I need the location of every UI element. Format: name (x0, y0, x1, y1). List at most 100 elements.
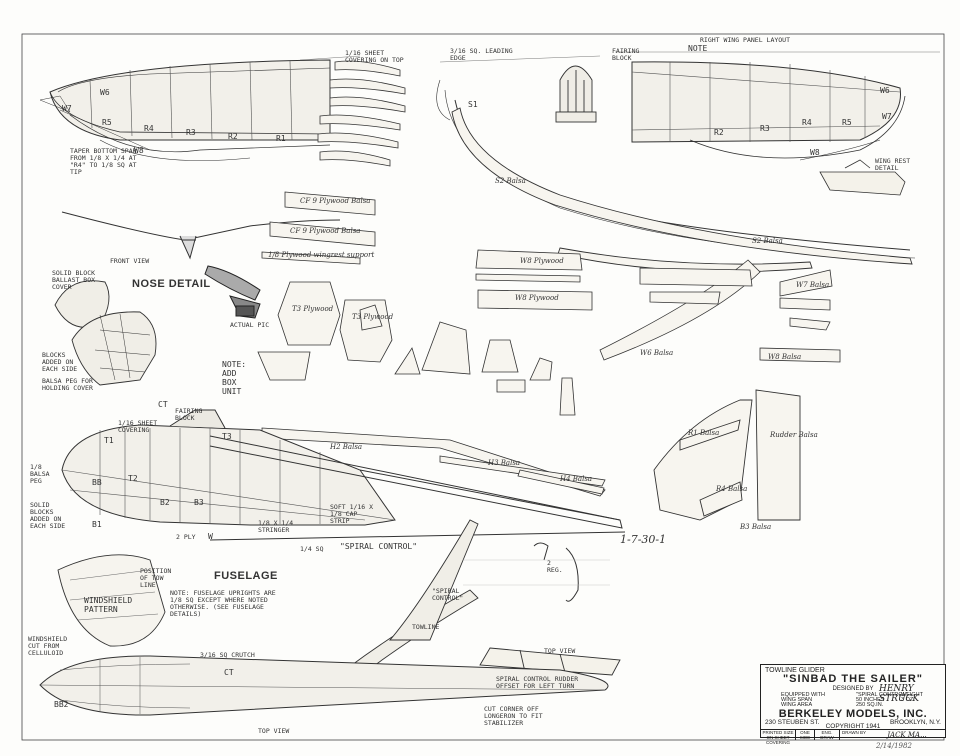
wing-area-value: 250 SQ.IN. (856, 702, 884, 708)
r5-right-label: R5 (842, 118, 852, 127)
wing-rest-detail (819, 159, 906, 196)
h3-balsa-label: H3 Balsa (488, 459, 521, 467)
handwritten-date-label: 1-7-30-1 (620, 533, 667, 546)
actual-pic-label: ACTUAL PIC (230, 321, 270, 329)
position-tow-line-label: POSITION OF TOW LINE (140, 567, 172, 589)
sq-leading-edge-label: 3/16 SQ. LEADING EDGE (450, 47, 513, 62)
reg-2-label: 2 REG. (547, 559, 563, 574)
top-view-right-label: TOP VIEW (544, 647, 576, 655)
r2-left-label: R2 (228, 132, 238, 141)
r4-left-label: R4 (144, 124, 154, 133)
stabilizer-parts (261, 427, 606, 497)
tail-boom (209, 435, 626, 541)
w7-balsa-label: W7 Balsa (796, 281, 830, 289)
fairing-block (555, 65, 597, 123)
weight-label: WEIGHT (901, 692, 923, 698)
front-view-label: FRONT VIEW (110, 257, 150, 265)
ct-label: CT (158, 400, 168, 409)
company-name: BERKELEY MODELS, INC. (778, 708, 928, 720)
fairing-block-mid-label: FAIRING BLOCK (175, 407, 203, 422)
sheet-covering-top-label: 1/16 SHEET COVERING ON TOP (345, 49, 404, 64)
w6-balsa-label: W6 Balsa (640, 349, 674, 357)
w8-right-label: W8 (810, 148, 820, 157)
rudder-parts (653, 389, 801, 521)
company-city: BROOKLYN, N.Y. (889, 719, 941, 726)
h4-balsa-label: H4 Balsa (560, 475, 593, 483)
fairing-block-label: FAIRING BLOCK (612, 47, 640, 62)
weight-value: 3 OZ. (901, 697, 915, 703)
t2-label: T2 (128, 474, 138, 483)
note-mid-label: NOTE: ADD BOX UNIT (222, 360, 247, 396)
s2-balsa-label-2: S2 Balsa (752, 237, 783, 245)
rudder-balsa-label: Rudder Balsa (770, 431, 818, 439)
bb-label: BB (92, 478, 102, 487)
balsa-peg-side-label: 1/8 BALSA PEG (30, 463, 50, 485)
t1-label: T1 (104, 436, 114, 445)
left-wing-panel (39, 59, 331, 161)
windshield-pattern-label: WINDSHIELD PATTERN (84, 596, 133, 614)
sheet-covering-mid-label: 1/16 SHEET COVERING (118, 419, 158, 434)
wing-span-value: 50 INCHES (856, 697, 885, 703)
b1-label: B1 (92, 520, 102, 529)
r4-balsa-label: R4 Balsa (716, 485, 748, 493)
h2-balsa-label: H2 Balsa (330, 443, 363, 451)
nose-detail-label: NOSE DETAIL (132, 278, 211, 290)
b3-balsa-label: B3 Balsa (740, 523, 772, 531)
bottom-date: 2/14/1982 (876, 742, 912, 750)
w7-right-label: W7 (882, 112, 892, 121)
glider-name: "SINBAD THE SAILER" (782, 673, 924, 685)
glider-type: TOWLINE GLIDER (765, 667, 825, 674)
footer-cell-3: ENG. DRAW (815, 730, 840, 740)
front-view-glider (61, 211, 341, 260)
right-wing-panel-layout-label: RIGHT WING PANEL LAYOUT (700, 36, 791, 44)
hook-detail (533, 542, 579, 602)
solid-blocks-side-label: SOLID BLOCKS ADDED ON EACH SIDE (30, 501, 66, 530)
wing-rest-detail-label: WING REST DETAIL (875, 157, 911, 172)
r5-left-label: R5 (102, 118, 112, 127)
right-parts (599, 259, 841, 363)
fuselage-label: FUSELAGE (214, 570, 278, 582)
spiral-control-label: "SPIRAL CONTROL" (340, 542, 418, 551)
t3-plywood-label: T3 Plywood (292, 305, 334, 313)
w6-left-label: W6 (100, 88, 110, 97)
equipped-value: "SPIRAL CONTROL" (856, 692, 908, 698)
taper-bottom-spar-label: TAPER BOTTOM SPAR FROM 1/8 X 1/4 AT "R4"… (70, 147, 137, 176)
sq-quarter-label: 1/4 SQ (300, 545, 324, 553)
cf-plywood-parts (261, 191, 376, 265)
stringer-label: 1/8 X 1/4 STRINGER (258, 519, 294, 534)
w8-balsa-label: W8 Balsa (768, 353, 802, 361)
w8-plywood-label-2: W8 Plywood (515, 294, 559, 302)
formers (257, 281, 576, 416)
s2-balsa-label: S2 Balsa (495, 177, 526, 185)
t3-label: T3 (222, 432, 232, 441)
footer-cell-2: ONE SIDE (796, 730, 815, 740)
solid-block-ballast-label: SOLID BLOCK BALLAST BOX COVER (52, 269, 96, 291)
plywood-support-label: 1/8 Plywood wingrest support (268, 251, 375, 259)
fuselage-top-view (39, 655, 609, 716)
actual-pic-glider (204, 265, 261, 319)
w6-right-label: W6 (880, 86, 890, 95)
bb2-label: BB2 (54, 700, 69, 709)
r1-balsa-label: R1 Balsa (688, 429, 720, 437)
fuselage-note-label: NOTE: FUSELAGE UPRIGHTS ARE 1/8 SQ EXCEP… (170, 589, 276, 618)
r3-right-label: R3 (760, 124, 770, 133)
wing-span-label: WING SPAN (781, 697, 813, 703)
w8-plywood-parts (475, 249, 593, 311)
cut-corner-label: CUT CORNER OFF LONGERON TO FIT STABILIZE… (484, 705, 543, 727)
ply-2-label: 2 PLY (176, 533, 196, 541)
w-label: W (208, 532, 213, 541)
r3-left-label: R3 (186, 128, 196, 137)
spiral-control-small-label: "SPIRAL CONTROL" (432, 587, 464, 602)
cf-plywood-label-1: CF 9 Plywood Balsa (300, 197, 371, 205)
ct-top-label: CT (224, 668, 234, 677)
r2-right-label: R2 (714, 128, 724, 137)
nose-detail (54, 280, 157, 386)
w8-left-label: W8 (134, 146, 144, 155)
r4-right-label: R4 (802, 118, 812, 127)
fuselage-side-view (61, 409, 396, 526)
cf-plywood-label-2: CF 9 Plywood Balsa (290, 227, 361, 235)
note-top-label: NOTE (688, 44, 708, 53)
windshield-cut-label: WINDSHIELD CUT FROM CELLULOID (28, 635, 68, 657)
designer-signature: Henry Struck (879, 684, 920, 704)
